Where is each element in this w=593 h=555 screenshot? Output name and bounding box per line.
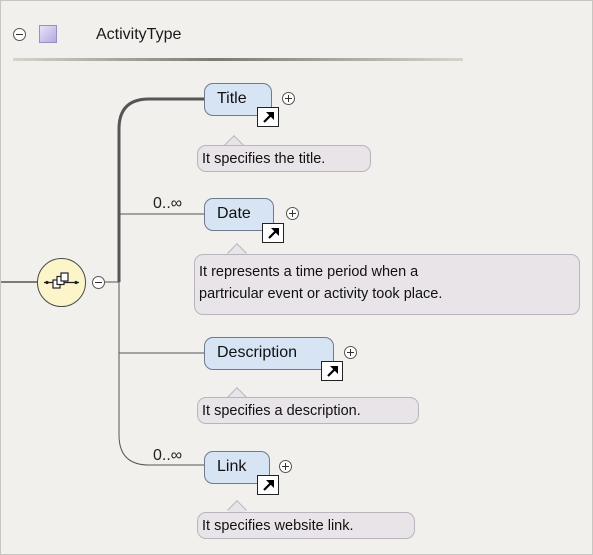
collapse-minus-icon[interactable]: [92, 276, 105, 289]
reference-arrow-icon: [321, 361, 343, 381]
element-description[interactable]: Description: [204, 337, 334, 370]
documentation-note: It specifies a description.: [197, 397, 419, 424]
occurrence-label: 0..∞: [153, 195, 183, 212]
element-name: Title: [217, 90, 247, 107]
doc-text-line: partricular event or activity took place…: [199, 286, 443, 302]
doc-text: It specifies the title.: [202, 151, 326, 167]
documentation-note: It represents a time period when a partr…: [194, 254, 580, 315]
type-header: ActivityType: [1, 1, 592, 73]
complex-type-icon: [39, 25, 57, 43]
documentation-note: It specifies website link.: [197, 512, 415, 539]
connector-link: [118, 282, 204, 466]
documentation-note: It specifies the title.: [197, 145, 371, 172]
reference-arrow-icon: [257, 475, 279, 495]
collapse-minus-icon[interactable]: [13, 28, 26, 41]
element-name: Date: [217, 205, 251, 222]
expand-plus-icon[interactable]: [286, 207, 299, 220]
occurrence-label: 0..∞: [153, 447, 183, 464]
header-divider: [13, 58, 463, 61]
sequence-compositor-icon[interactable]: [37, 258, 86, 307]
element-name: Link: [217, 458, 247, 475]
connector-title: [117, 97, 204, 282]
reference-arrow-icon: [262, 223, 284, 243]
element-name: Description: [217, 344, 298, 361]
doc-text: It specifies website link.: [202, 518, 354, 534]
reference-arrow-icon: [257, 107, 279, 127]
expand-plus-icon[interactable]: [344, 346, 357, 359]
expand-plus-icon[interactable]: [282, 92, 295, 105]
type-name: ActivityType: [96, 26, 182, 43]
doc-text-line: It represents a time period when a: [199, 264, 419, 280]
expand-plus-icon[interactable]: [279, 460, 292, 473]
doc-text: It specifies a description.: [202, 403, 361, 419]
